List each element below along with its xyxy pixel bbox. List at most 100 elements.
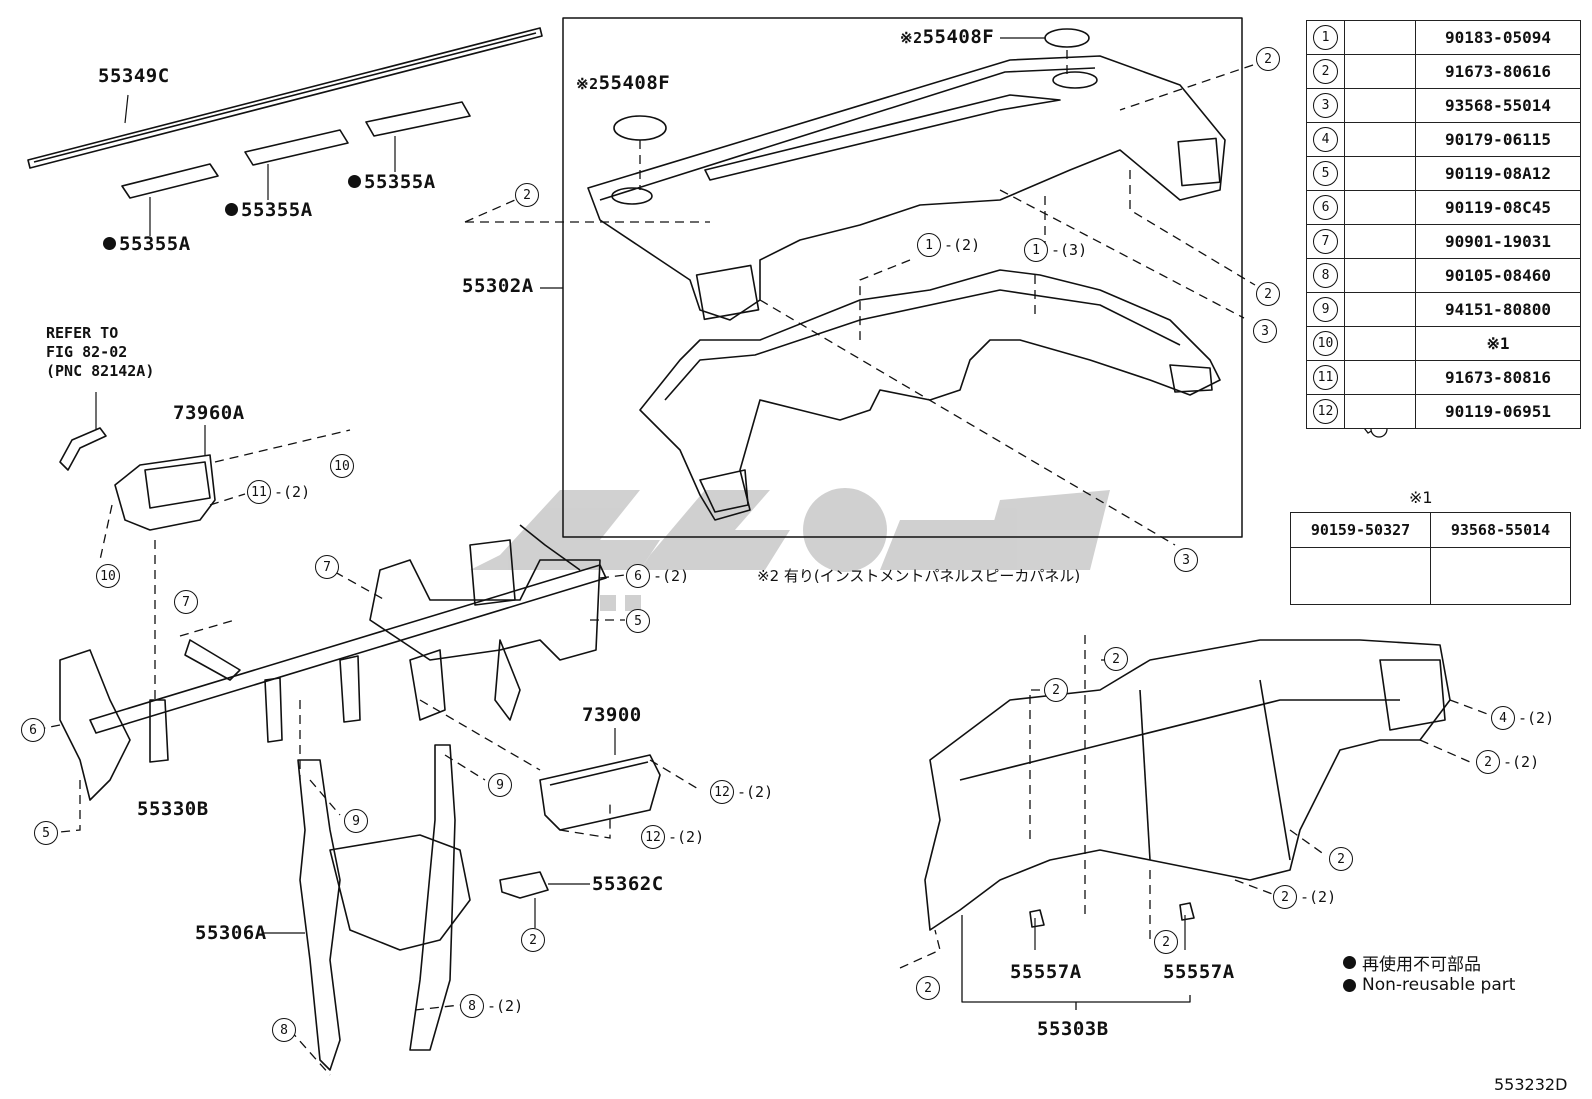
fastener-part-number[interactable]: 91673-80816 bbox=[1415, 360, 1581, 395]
callout-1[interactable]: 1-(3) bbox=[1024, 238, 1087, 262]
airbag-73960a bbox=[114, 454, 216, 531]
fastener-part-number[interactable]: ※1 bbox=[1415, 326, 1581, 361]
callout-3[interactable]: 3 bbox=[1253, 319, 1277, 343]
refer-note: REFER TO FIG 82-02 (PNC 82142A) bbox=[46, 324, 154, 380]
callout-3[interactable]: 3 bbox=[1174, 548, 1198, 572]
fastener-part-number[interactable]: 90119-08A12 bbox=[1415, 156, 1581, 191]
callout-number: 3 bbox=[1174, 548, 1198, 572]
fastener-part-number[interactable]: 94151-80800 bbox=[1415, 292, 1581, 327]
bullet-icon bbox=[1343, 956, 1356, 969]
callout-2[interactable]: 2 bbox=[1104, 647, 1128, 671]
callout-8[interactable]: 8 bbox=[272, 1018, 296, 1042]
speaker-cover-top bbox=[1044, 28, 1090, 48]
callout-number: 9 bbox=[488, 773, 512, 797]
callout-2[interactable]: 2-(2) bbox=[1273, 885, 1336, 909]
callout-2[interactable]: 2 bbox=[521, 928, 545, 952]
fastener-part-number[interactable]: 90179-06115 bbox=[1415, 122, 1581, 157]
pad-55355a-3 bbox=[365, 101, 471, 137]
note1-table: 90159-50327 93568-55014 bbox=[1290, 512, 1571, 605]
fastener-number-cell: 8 bbox=[1306, 258, 1345, 293]
callout-2[interactable]: 2-(2) bbox=[1476, 750, 1539, 774]
callout-2[interactable]: 2 bbox=[1154, 930, 1178, 954]
part-label-55355a-2: 55355A bbox=[225, 201, 313, 220]
part-label-55408f-left: ※255408F bbox=[576, 74, 670, 93]
callout-10[interactable]: 10 bbox=[330, 454, 354, 478]
fastener-number: 12 bbox=[1313, 399, 1338, 424]
part-label-text: 55355A bbox=[241, 199, 313, 221]
fastener-part-number[interactable]: 93568-55014 bbox=[1415, 88, 1581, 123]
refer-line-1: REFER TO bbox=[46, 324, 119, 342]
callout-2[interactable]: 2 bbox=[1256, 282, 1280, 306]
flange-bolt-icon bbox=[1344, 224, 1416, 259]
air-duct bbox=[639, 269, 1221, 521]
callout-6[interactable]: 6-(2) bbox=[626, 564, 689, 588]
flange-bolt-icon bbox=[1344, 326, 1416, 361]
callout-7[interactable]: 7 bbox=[174, 590, 198, 614]
part-label-55362c: 55362C bbox=[592, 873, 664, 895]
screw-icon bbox=[1344, 88, 1416, 123]
fastener-row: 12 90119-06951 bbox=[1306, 394, 1581, 429]
fastener-number: 1 bbox=[1313, 25, 1338, 50]
callout-number: 2 bbox=[1476, 750, 1500, 774]
bracket-55362c bbox=[499, 871, 549, 899]
fastener-part-number[interactable]: 90183-05094 bbox=[1415, 20, 1581, 55]
flange-bolt-icon bbox=[1344, 156, 1416, 191]
callout-9[interactable]: 9 bbox=[488, 773, 512, 797]
fastener-part-number[interactable]: 90901-19031 bbox=[1415, 224, 1581, 259]
callout-8[interactable]: 8-(2) bbox=[460, 994, 523, 1018]
callout-number: 1 bbox=[917, 233, 941, 257]
bracket-55303b bbox=[961, 915, 1191, 1003]
callout-2[interactable]: 2 bbox=[515, 183, 539, 207]
callout-number: 2 bbox=[916, 976, 940, 1000]
fastener-row: 4 90179-06115 bbox=[1306, 122, 1581, 157]
refer-line-2: FIG 82-02 bbox=[46, 342, 128, 361]
reinforcement-beam bbox=[89, 564, 607, 734]
diagram-id: 553232D bbox=[1494, 1075, 1568, 1094]
callout-12[interactable]: 12-(2) bbox=[710, 780, 773, 804]
callout-11[interactable]: 11-(2) bbox=[247, 480, 310, 504]
note1-part-1: 90159-50327 bbox=[1290, 512, 1431, 548]
fastener-part-number[interactable]: 91673-80616 bbox=[1415, 54, 1581, 89]
legend-text-en: Non-reusable part bbox=[1362, 975, 1516, 995]
callout-2[interactable]: 2 bbox=[916, 976, 940, 1000]
fastener-number: 4 bbox=[1313, 127, 1338, 152]
callout-9[interactable]: 9 bbox=[344, 809, 368, 833]
callout-1[interactable]: 1-(2) bbox=[917, 233, 980, 257]
callout-number: 5 bbox=[34, 821, 58, 845]
panel-sub-assembly-55303b bbox=[924, 639, 1451, 931]
callout-number: 8 bbox=[460, 994, 484, 1018]
fastener-part-number[interactable]: 90119-06951 bbox=[1415, 394, 1581, 429]
callout-10[interactable]: 10 bbox=[96, 564, 120, 588]
callout-5[interactable]: 5 bbox=[34, 821, 58, 845]
pad-55355a-2 bbox=[244, 129, 349, 166]
pan-screw-cell bbox=[1430, 547, 1571, 605]
fastener-number: 9 bbox=[1313, 297, 1338, 322]
part-label-55355a-1: 55355A bbox=[103, 235, 191, 254]
upper-instrument-panel bbox=[587, 55, 1226, 321]
callout-2[interactable]: 2 bbox=[1044, 678, 1068, 702]
callout-4[interactable]: 4-(2) bbox=[1491, 706, 1554, 730]
fastener-part-number[interactable]: 90119-08C45 bbox=[1415, 190, 1581, 225]
callout-number: 2 bbox=[521, 928, 545, 952]
fastener-number: 8 bbox=[1313, 263, 1338, 288]
part-label-55349c: 55349C bbox=[98, 65, 170, 87]
bullet-icon bbox=[1343, 978, 1356, 992]
nut-icon bbox=[1344, 122, 1416, 157]
callout-2[interactable]: 2 bbox=[1329, 847, 1353, 871]
callout-12[interactable]: 12-(2) bbox=[641, 825, 704, 849]
callout-5[interactable]: 5 bbox=[626, 609, 650, 633]
callout-number: 12 bbox=[710, 780, 734, 804]
callout-6[interactable]: 6 bbox=[21, 718, 45, 742]
part-label-55302a: 55302A bbox=[462, 275, 534, 297]
callout-2[interactable]: 2 bbox=[1256, 47, 1280, 71]
fastener-part-number[interactable]: 90105-08460 bbox=[1415, 258, 1581, 293]
callout-7[interactable]: 7 bbox=[315, 555, 339, 579]
part-label-text: 55408F bbox=[922, 26, 995, 48]
watermark-logo bbox=[470, 488, 1110, 611]
